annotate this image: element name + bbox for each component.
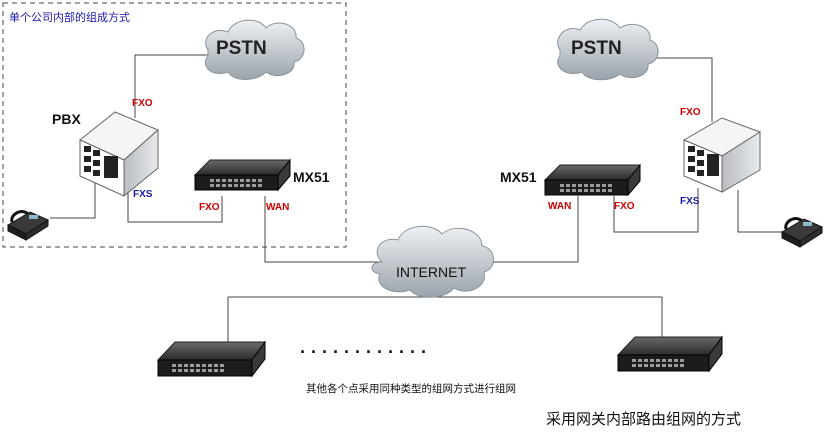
gateway-bottom-left xyxy=(156,340,266,378)
company-label: 单个公司内部的组成方式 xyxy=(9,10,130,24)
pbx-label: PBX xyxy=(52,111,81,127)
fxs-port-label-pbx-right: FXS xyxy=(680,196,700,207)
telephone-right xyxy=(780,217,824,248)
fxs-port-label-pbx-left: FXS xyxy=(133,189,153,200)
internet-label: INTERNET xyxy=(396,264,466,280)
pstn-label-right: PSTN xyxy=(571,38,622,59)
internet-cloud: INTERNET xyxy=(371,225,494,298)
telephone-left xyxy=(6,210,50,241)
pbx-right xyxy=(682,117,762,193)
pstn-cloud-left: PSTN xyxy=(205,19,305,80)
wan-port-label-mx51-left: WAN xyxy=(266,202,289,213)
figure-caption: 采用网关内部路由组网的方式 xyxy=(546,410,741,428)
connection-lines xyxy=(50,54,790,345)
fxo-port-label-mx51-right: FXO xyxy=(614,201,635,212)
other-nodes-caption: 其他各个点采用同种类型的组网方式进行组网 xyxy=(306,382,516,395)
pstn-cloud-right: PSTN xyxy=(557,18,659,81)
pbx-left-panel xyxy=(84,146,118,178)
pstn-label-left: PSTN xyxy=(216,38,267,59)
wan-port-label-mx51-right: WAN xyxy=(548,201,571,212)
mx51-label-right: MX51 xyxy=(500,169,537,185)
fxo-port-label-pbx-left: FXO xyxy=(132,98,153,109)
fxo-port-label-mx51-left: FXO xyxy=(199,202,220,213)
mx51-gateway-left xyxy=(193,158,292,192)
fxo-port-label-pbx-right: FXO xyxy=(680,107,701,118)
mx51-label-left: MX51 xyxy=(293,169,330,185)
gateway-bottom-right xyxy=(616,335,723,373)
mx51-gateway-right xyxy=(543,163,642,197)
more-nodes-dots: · · · · · · · · · · · · xyxy=(300,342,427,362)
company-boundary xyxy=(2,2,347,248)
pbx-right-panel xyxy=(688,146,719,176)
pbx-left xyxy=(79,111,159,198)
